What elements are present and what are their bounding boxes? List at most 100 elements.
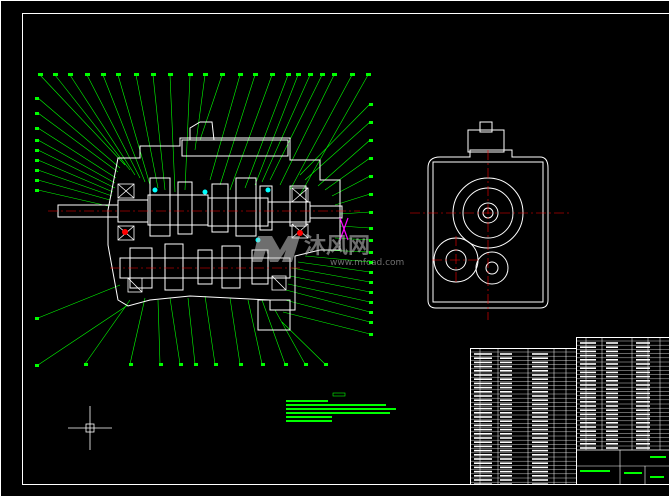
table-cell-text — [474, 420, 492, 422]
table-cell-text — [474, 428, 492, 431]
table-cell-text — [500, 420, 512, 422]
table-cell-text — [500, 395, 512, 397]
table-cell-text — [500, 403, 512, 406]
table-cell-text — [474, 353, 492, 355]
table-cell-text — [532, 479, 548, 481]
table-cell-text — [532, 462, 548, 464]
table-cell-text — [500, 357, 512, 359]
table-cell-text — [636, 354, 650, 357]
title-block-text — [650, 476, 664, 478]
leader-lines-bottom — [84, 295, 326, 365]
table-cell-text — [500, 353, 512, 355]
table-cell-text — [500, 428, 512, 431]
table-cell-text — [532, 416, 548, 418]
table-cell-text — [606, 422, 618, 424]
table-cell-text — [580, 426, 596, 428]
table-cell-text — [606, 392, 618, 395]
table-cell-text — [474, 365, 492, 368]
title-block-text — [650, 456, 666, 458]
table-cell-text — [532, 458, 548, 460]
table-cell-text — [532, 357, 548, 359]
watermark-url: www.mfcad.com — [330, 258, 404, 268]
table-cell-text — [606, 346, 618, 348]
table-cell-text — [474, 458, 492, 460]
table-cell-text — [474, 407, 492, 410]
table-cell-text — [500, 479, 512, 481]
table-cell-text — [636, 422, 650, 424]
table-cell-text — [532, 399, 548, 401]
leader-lines-top — [39, 74, 369, 196]
table-cell-text — [532, 391, 548, 393]
table-cell-text — [474, 441, 492, 443]
table-cell-text — [500, 462, 512, 464]
table-cell-text — [636, 409, 650, 411]
table-cell-text — [500, 454, 512, 456]
table-cell-text — [500, 386, 512, 389]
table-cell-text — [532, 424, 548, 427]
table-cell-text — [636, 443, 650, 445]
table-cell-text — [532, 365, 548, 368]
table-cell-text — [532, 437, 548, 439]
table-cell-text — [636, 375, 650, 378]
table-cell-text — [474, 433, 492, 435]
table-cell-text — [606, 388, 618, 390]
table-cell-text — [474, 412, 492, 414]
table-cell-text — [474, 479, 492, 481]
table-cell-text — [580, 363, 596, 365]
table-cell-text — [532, 470, 548, 473]
table-cell-text — [500, 470, 512, 473]
table-cell-text — [636, 388, 650, 390]
table-cell-text — [474, 445, 492, 448]
table-cell-text — [606, 443, 618, 445]
table-cell-text — [580, 422, 596, 424]
table-cell-text — [580, 346, 596, 348]
table-cell-text — [474, 395, 492, 397]
table-cell-text — [636, 396, 650, 399]
table-cell-text — [532, 386, 548, 389]
table-cell-text — [580, 392, 596, 395]
table-cell-text — [606, 413, 618, 416]
table-cell-text — [474, 483, 492, 485]
table-cell-text — [500, 458, 512, 460]
table-cell-text — [606, 426, 618, 428]
table-cell-text — [532, 382, 548, 385]
table-cell-text — [636, 438, 650, 441]
table-cell-text — [580, 417, 596, 420]
table-cell-text — [532, 395, 548, 397]
table-cell-text — [606, 401, 618, 403]
table-cell-text — [500, 374, 512, 376]
table-cell-text — [606, 350, 618, 353]
table-cell-text — [474, 357, 492, 359]
table-cell-text — [580, 430, 596, 432]
table-cell-text — [474, 361, 492, 364]
leader-lines-right — [282, 103, 371, 335]
table-cell-text — [500, 399, 512, 401]
table-cell-text — [500, 433, 512, 435]
table-cell-text — [500, 416, 512, 418]
table-cell-text — [606, 434, 618, 437]
table-cell-text — [580, 371, 596, 374]
table-cell-text — [474, 374, 492, 376]
table-cell-text — [580, 409, 596, 411]
table-cell-text — [532, 407, 548, 410]
table-cell-text — [532, 370, 548, 372]
table-cell-text — [606, 342, 618, 344]
table-cell-text — [532, 374, 548, 376]
table-cell-text — [606, 384, 618, 386]
upper-shaft — [57, 194, 343, 227]
table-cell-text — [636, 392, 650, 395]
table-cell-text — [474, 378, 492, 380]
gearbox-section-view — [35, 73, 373, 367]
table-cell-text — [636, 363, 650, 365]
technical-notes — [286, 392, 396, 422]
table-cell-text — [636, 342, 650, 344]
table-cell-text — [580, 375, 596, 378]
table-cell-text — [606, 359, 618, 361]
table-cell-text — [532, 454, 548, 456]
table-cell-text — [474, 403, 492, 406]
table-cell-text — [500, 424, 512, 427]
table-cell-text — [580, 434, 596, 437]
table-cell-text — [606, 409, 618, 411]
leader-lines-left — [37, 97, 129, 366]
table-cell-text — [636, 359, 650, 361]
